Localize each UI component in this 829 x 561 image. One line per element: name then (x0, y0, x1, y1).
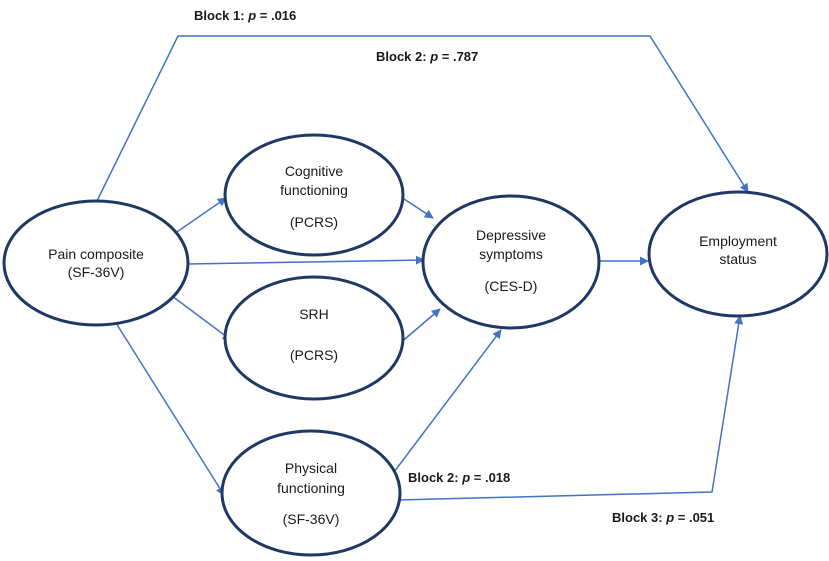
block1-label: Block 1: p = .016 (194, 8, 296, 23)
node-depressive-line-2: symptoms (479, 246, 543, 262)
edge-physical-to-employment (397, 315, 744, 501)
node-physical-ellipse (220, 429, 402, 557)
node-cognitive-ellipse (223, 133, 405, 257)
node-cognitive: Cognitive functioning (PCRS) (223, 133, 405, 257)
node-employment-line-2: status (719, 251, 756, 267)
node-cognitive-line-2: functioning (280, 182, 348, 198)
edges (95, 35, 749, 501)
edge-pain-to-srh (171, 295, 232, 341)
node-employment-line-1: Employment (699, 233, 777, 249)
node-physical-line-1: Physical (285, 460, 337, 476)
node-depressive-line-3: (CES-D) (485, 278, 538, 294)
node-physical: Physical functioning (SF-36V) (220, 429, 402, 557)
node-depressive-line-1: Depressive (476, 227, 546, 243)
edge-srh-to-depressive (397, 308, 441, 346)
node-srh-ellipse (223, 275, 405, 401)
node-cognitive-line-1: Cognitive (285, 163, 344, 179)
edge-pain-to-employment (95, 35, 749, 204)
node-cognitive-line-3: (PCRS) (290, 214, 338, 230)
node-depressive: Depressive symptoms (CES-D) (421, 194, 601, 330)
node-pain: Pain composite (SF-36V) (2, 199, 190, 327)
edge-physical-to-depressive (387, 329, 502, 481)
edge-pain-to-depressive (187, 255, 425, 265)
node-employment-ellipse (647, 190, 829, 318)
edge-cognitive-to-depressive (400, 196, 434, 219)
node-physical-line-3: (SF-36V) (283, 511, 340, 527)
node-srh: SRH (PCRS) (223, 275, 405, 401)
edge-pain-to-cognitive (173, 197, 227, 235)
node-pain-line-2: (SF-36V) (68, 264, 125, 280)
edge-pain-to-physical (115, 322, 225, 496)
node-depressive-ellipse (421, 194, 601, 330)
node-pain-ellipse (2, 199, 190, 327)
block2-bottom-label: Block 2: p = .018 (408, 470, 510, 485)
block3-label: Block 3: p = .051 (612, 510, 714, 525)
block2-top-label: Block 2: p = .787 (376, 49, 478, 64)
node-pain-line-1: Pain composite (48, 246, 144, 262)
node-physical-line-2: functioning (277, 480, 345, 496)
node-srh-line-2: (PCRS) (290, 347, 338, 363)
node-employment: Employment status (647, 190, 829, 318)
node-srh-line-1: SRH (299, 306, 329, 322)
